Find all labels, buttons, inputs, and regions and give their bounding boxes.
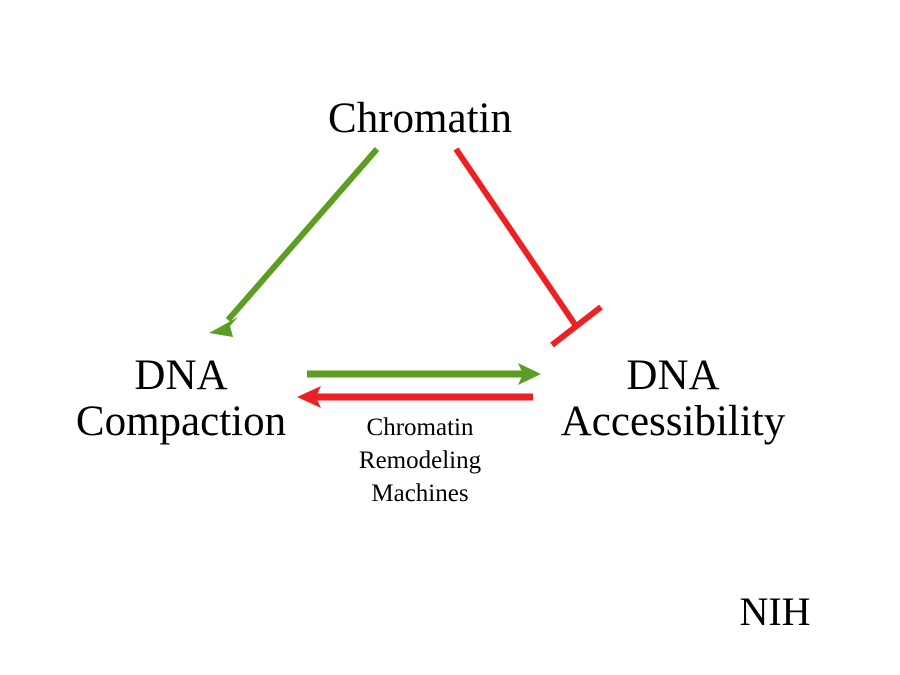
node-dna-accessibility: DNA Accessibility [512,352,834,445]
arrowhead-green-diagonal [209,317,238,337]
arrowhead-green-right [518,363,541,385]
arrow-shaft-red-diagonal [453,147,579,328]
edge-label-line3: Machines [371,480,469,507]
arrowhead-red-left [297,386,321,408]
node-chromatin-label: Chromatin [328,95,512,142]
node-dna-accessibility-line1: DNA [626,352,720,399]
node-dna-accessibility-line2: Accessibility [560,398,786,445]
arrow-chromatin-to-accessibility [453,147,603,348]
edge-label-line2: Remodeling [358,447,482,474]
footer-attribution-nih: NIH [739,589,811,634]
node-dna-compaction: DNA Compaction [20,352,342,445]
edge-label-chromatin-remodeling-machines: Chromatin Remodeling Machines [330,411,510,510]
arrow-shaft-green-diagonal [225,147,380,322]
node-dna-compaction-line1: DNA [134,352,228,399]
node-chromatin: Chromatin [250,95,590,142]
arrow-compaction-to-accessibility [307,363,541,385]
edge-label-line1: Chromatin [366,414,474,441]
arrow-accessibility-to-compaction [297,386,533,408]
node-dna-compaction-line2: Compaction [75,398,287,445]
arrow-chromatin-to-compaction [209,147,380,337]
inhibition-bar-red [550,304,603,348]
